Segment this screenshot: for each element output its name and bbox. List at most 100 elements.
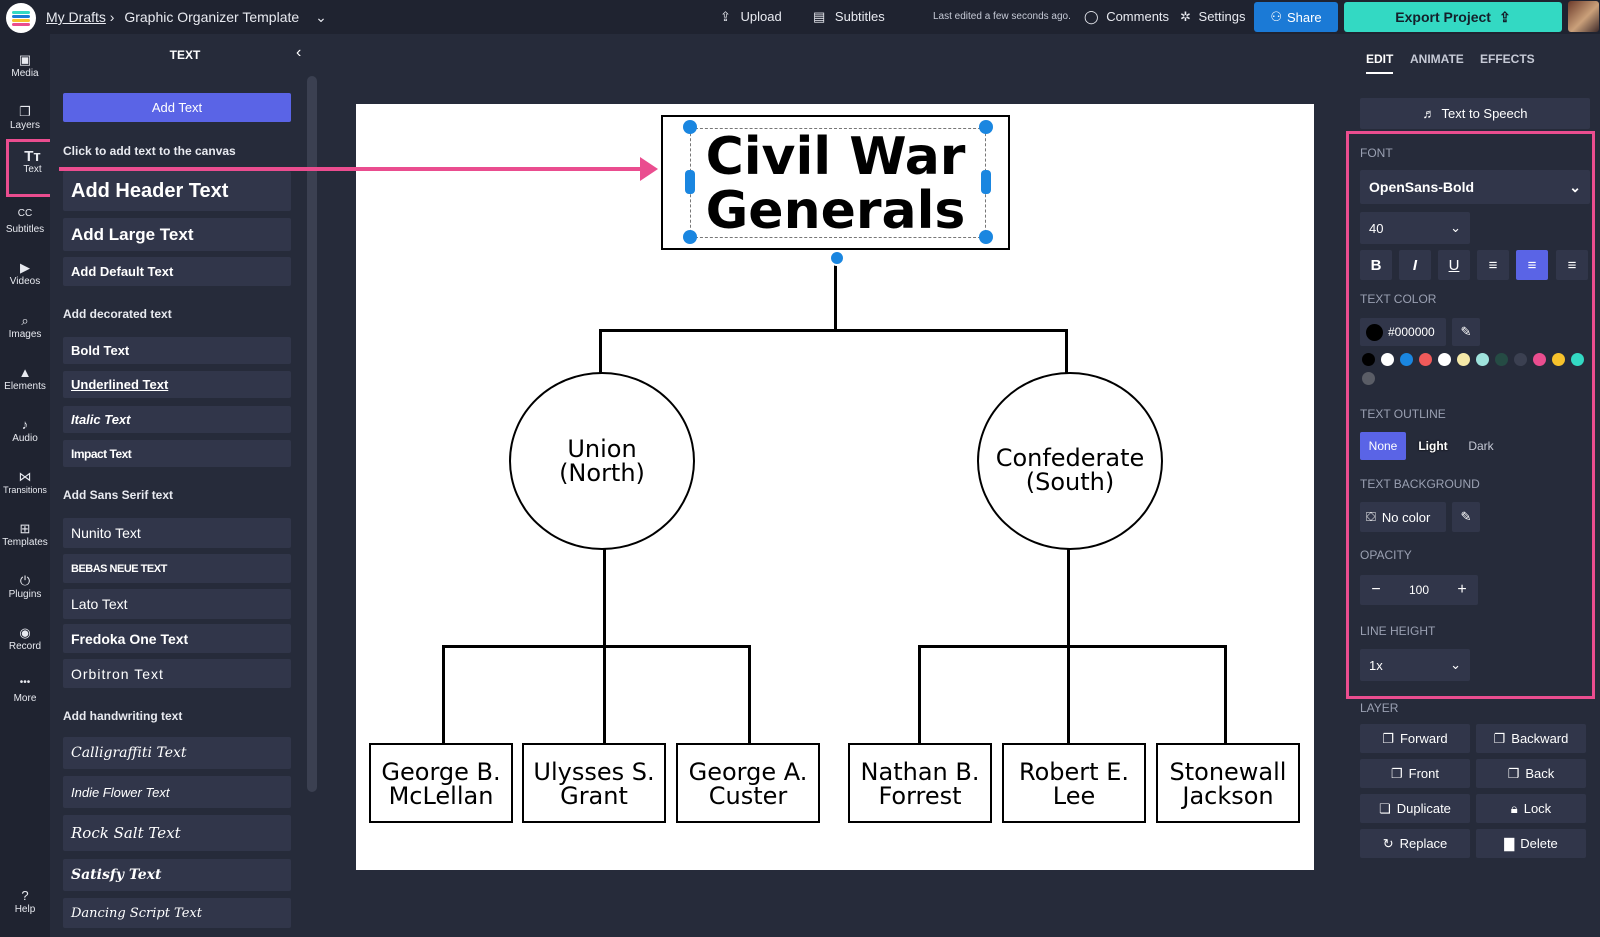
color-swatch[interactable] — [1571, 353, 1584, 366]
bebas-neue-text-option[interactable]: BEBAS NEUE TEXT — [63, 554, 291, 583]
bold-button[interactable]: B — [1360, 250, 1392, 280]
union-label-line-2[interactable]: (North) — [559, 459, 645, 487]
rail-item-layers[interactable]: ❐Layers — [0, 96, 50, 148]
rail-item-help[interactable]: ?Help — [0, 880, 50, 932]
replace-button[interactable]: ↻Replace — [1360, 829, 1470, 858]
rail-item-videos[interactable]: ▶Videos — [0, 252, 50, 304]
lato-text-option[interactable]: Lato Text — [63, 589, 291, 619]
color-swatch[interactable] — [1533, 353, 1546, 366]
underline-button[interactable]: U — [1438, 250, 1470, 280]
align-right-icon[interactable]: ≡ — [1556, 250, 1588, 280]
general-name-line-1[interactable]: Nathan B. — [860, 758, 980, 786]
color-swatch[interactable] — [1362, 353, 1375, 366]
rock-salt-text-option[interactable]: Rock Salt Text — [63, 815, 291, 851]
subtitles-button[interactable]: ▤ Subtitles — [813, 9, 885, 25]
rail-item-media[interactable]: ▣Media — [0, 44, 50, 96]
color-swatch[interactable] — [1381, 353, 1394, 366]
app-logo-icon[interactable] — [6, 3, 36, 33]
italic-text-option[interactable]: Italic Text — [63, 406, 291, 433]
color-swatch[interactable] — [1419, 353, 1432, 366]
color-swatch[interactable] — [1514, 353, 1527, 366]
add-text-button[interactable]: Add Text — [63, 93, 291, 122]
title-line-2[interactable]: Generals — [705, 181, 966, 241]
resize-handle[interactable] — [685, 170, 695, 194]
rail-item-images[interactable]: ⌕Images — [0, 305, 50, 357]
text-color-input[interactable]: #000000 — [1360, 318, 1446, 346]
underlined-text-option[interactable]: Underlined Text — [63, 371, 291, 398]
bold-text-option[interactable]: Bold Text — [63, 337, 291, 364]
resize-handle[interactable] — [981, 170, 991, 194]
export-project-button[interactable]: Export Project ⇪ — [1344, 2, 1562, 32]
align-center-icon[interactable]: ≡ — [1516, 250, 1548, 280]
general-name-line-1[interactable]: Stonewall — [1169, 758, 1287, 786]
general-name-line-2[interactable]: McLellan — [388, 782, 494, 810]
opacity-value[interactable]: 100 — [1408, 583, 1430, 597]
color-swatch[interactable] — [1438, 353, 1451, 366]
eyedropper-icon[interactable]: ✎ — [1452, 318, 1480, 346]
general-name-line-1[interactable]: Robert E. — [1019, 758, 1129, 786]
union-node[interactable] — [509, 372, 695, 550]
resize-handle[interactable] — [683, 230, 697, 244]
general-name-line-1[interactable]: George A. — [688, 758, 808, 786]
tab-animate[interactable]: ANIMATE — [1410, 52, 1464, 66]
general-node[interactable] — [676, 743, 820, 823]
resize-handle[interactable] — [979, 120, 993, 134]
rail-item-plugins[interactable]: ⏻Plugins — [0, 565, 50, 617]
calligraffiti-text-option[interactable]: Calligraffiti Text — [63, 737, 291, 769]
color-swatch[interactable] — [1457, 353, 1470, 366]
outline-light-button[interactable]: Light — [1418, 439, 1448, 453]
resize-handle[interactable] — [979, 230, 993, 244]
confederate-label-line-1[interactable]: Confederate — [995, 444, 1145, 472]
panel-scrollbar[interactable] — [307, 76, 317, 792]
opacity-stepper[interactable]: − 100 + — [1360, 575, 1478, 605]
orbitron-text-option[interactable]: Orbitron Text — [63, 659, 291, 688]
project-title[interactable]: Graphic Organizer Template — [124, 9, 300, 25]
rail-item-transitions[interactable]: ⋈Transitions — [0, 461, 50, 513]
general-node[interactable] — [522, 743, 666, 823]
confederate-label-line-2[interactable]: (South) — [1025, 468, 1115, 496]
title-line-1[interactable]: Civil War — [705, 127, 966, 187]
nunito-text-option[interactable]: Nunito Text — [63, 518, 291, 548]
back-button[interactable]: ❐Back — [1476, 759, 1586, 788]
satisfy-text-option[interactable]: Satisfy Text — [63, 859, 291, 891]
eyedropper-icon[interactable]: ✎ — [1452, 502, 1480, 532]
front-button[interactable]: ❐Front — [1360, 759, 1470, 788]
avatar[interactable] — [1568, 1, 1599, 32]
comments-button[interactable]: ◯ Comments — [1084, 9, 1169, 25]
resize-handle[interactable] — [683, 120, 697, 134]
rotate-handle-icon[interactable] — [829, 250, 845, 266]
union-label-line-1[interactable]: Union — [567, 435, 637, 463]
outline-dark-button[interactable]: Dark — [1468, 439, 1494, 453]
title-node[interactable] — [661, 115, 1010, 250]
breadcrumb-my-drafts[interactable]: My Drafts — [46, 9, 106, 25]
general-name-line-1[interactable]: George B. — [381, 758, 501, 786]
fredoka-one-text-option[interactable]: Fredoka One Text — [63, 624, 291, 653]
rail-item-templates[interactable]: ⊞Templates — [0, 513, 50, 565]
share-button[interactable]: ⚇ Share — [1254, 2, 1338, 32]
general-node[interactable] — [848, 743, 992, 823]
confederate-node[interactable] — [977, 372, 1163, 550]
lock-button[interactable]: 🔒︎Lock — [1476, 794, 1586, 823]
color-swatch[interactable] — [1476, 353, 1489, 366]
align-left-icon[interactable]: ≡ — [1477, 250, 1509, 280]
minus-icon[interactable]: − — [1371, 581, 1381, 598]
general-name-line-2[interactable]: Custer — [708, 782, 788, 810]
rail-item-elements[interactable]: ▲Elements — [0, 357, 50, 409]
font-select[interactable]: OpenSans-Bold ⌄ — [1360, 170, 1590, 204]
color-swatch[interactable] — [1362, 372, 1375, 385]
general-name-line-2[interactable]: Jackson — [1182, 782, 1274, 810]
outline-none-button[interactable]: None — [1360, 432, 1406, 460]
plus-icon[interactable]: + — [1457, 581, 1467, 598]
general-name-line-1[interactable]: Ulysses S. — [533, 758, 655, 786]
general-node[interactable] — [1156, 743, 1300, 823]
impact-text-option[interactable]: Impact Text — [63, 440, 291, 467]
forward-button[interactable]: ❐Forward — [1360, 724, 1470, 753]
chevron-left-icon[interactable]: ‹ — [296, 44, 302, 61]
tab-effects[interactable]: EFFECTS — [1480, 52, 1535, 66]
general-name-line-2[interactable]: Forrest — [878, 782, 962, 810]
indie-flower-text-option[interactable]: Indie Flower Text — [63, 776, 291, 808]
dancing-script-text-option[interactable]: Dancing Script Text — [63, 898, 291, 928]
rail-item-record[interactable]: ◉Record — [0, 617, 50, 669]
text-to-speech-button[interactable]: ♬Text to Speech — [1360, 98, 1590, 129]
